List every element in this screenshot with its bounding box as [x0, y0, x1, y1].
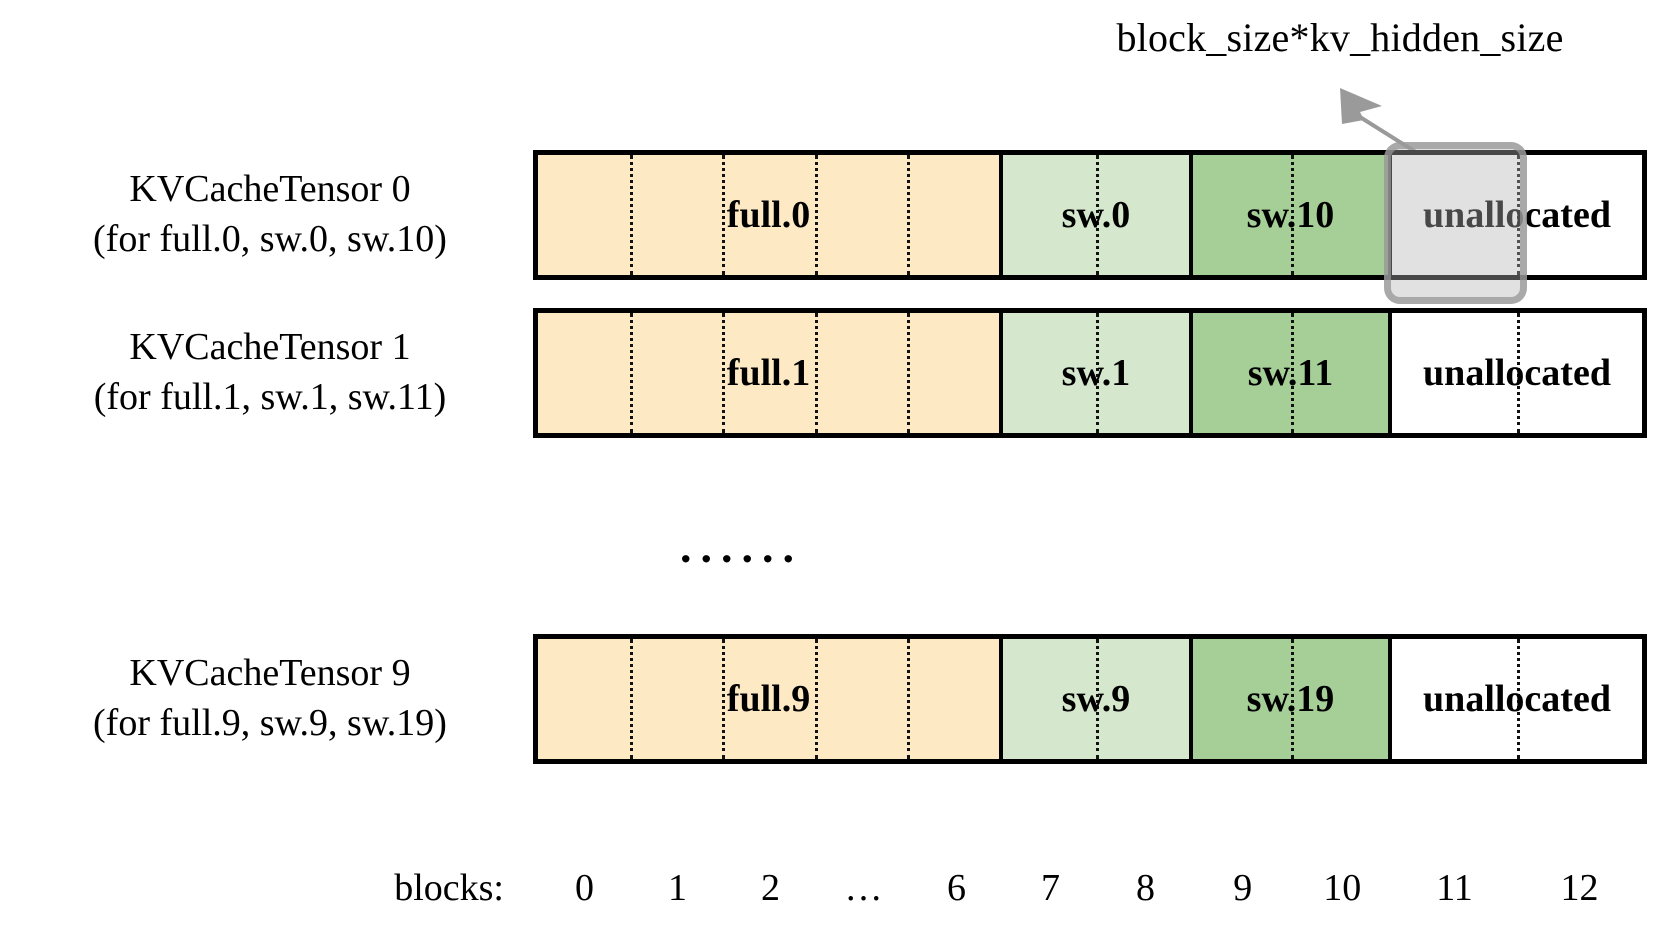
bar-segment-label: sw.9 [1061, 678, 1131, 720]
row-title-1: KVCacheTensor 1 [129, 326, 411, 368]
bar-segment-label: full.0 [726, 194, 811, 236]
block-divider [722, 313, 726, 433]
row-title-2: KVCacheTensor 9 [129, 652, 411, 694]
blocks-axis-tick: 0 [575, 867, 594, 909]
kvcache-tensor-bar-2: full.9 sw.9 sw.19 unallocated [533, 634, 1647, 764]
bar-segment-unallocated[interactable]: unallocated [1392, 639, 1642, 759]
block-divider [1096, 155, 1099, 275]
blocks-axis-tick: 11 [1436, 867, 1473, 909]
blocks-axis-tick: 1 [668, 867, 687, 909]
bar-segment-label: unallocated [1423, 352, 1611, 394]
annotation-label: block_size*kv_hidden_size [1116, 15, 1564, 60]
bar-segment-label: sw.10 [1246, 194, 1335, 236]
bar-segment-sw-9[interactable]: sw.9 [1003, 639, 1193, 759]
blocks-axis-tick: 7 [1041, 867, 1060, 909]
row-label-1: KVCacheTensor 1 (for full.1, sw.1, sw.11… [20, 322, 520, 422]
rows-ellipsis: ...... [680, 521, 803, 572]
row-subtitle-0: (for full.0, sw.0, sw.10) [93, 218, 447, 260]
bar-segment-label: sw.19 [1246, 678, 1335, 720]
block-divider [630, 313, 634, 433]
block-divider [722, 639, 726, 759]
bar-segment-label: unallocated [1423, 678, 1611, 720]
blocks-axis-tick: 12 [1560, 867, 1599, 909]
row-label-0: KVCacheTensor 0 (for full.0, sw.0, sw.10… [20, 164, 520, 264]
blocks-axis-tick: 6 [947, 867, 966, 909]
block-divider [814, 639, 818, 759]
block-divider [1290, 639, 1294, 759]
blocks-axis-tick: 10 [1323, 867, 1362, 909]
bar-segment-unallocated[interactable]: unallocated [1392, 313, 1642, 433]
block-divider [722, 155, 726, 275]
bar-segment-sw-0[interactable]: sw.0 [1003, 155, 1193, 275]
block-divider [1096, 313, 1099, 433]
bar-segment-sw-19[interactable]: sw.19 [1193, 639, 1392, 759]
bar-segment-label: sw.0 [1061, 194, 1131, 236]
block-divider [1517, 155, 1520, 275]
blocks-axis-tick: 2 [761, 867, 780, 909]
block-divider [1290, 155, 1294, 275]
bar-segment-label: sw.1 [1061, 352, 1131, 394]
bar-segment-sw-1[interactable]: sw.1 [1003, 313, 1193, 433]
blocks-axis-tick: 8 [1136, 867, 1155, 909]
kvcache-tensor-bar-1: full.1 sw.1 sw.11 unallocated [533, 308, 1647, 438]
blocks-axis-tick: 9 [1233, 867, 1253, 909]
block-divider [814, 313, 818, 433]
block-divider [1517, 639, 1520, 759]
kvcache-tensor-bar-0: full.0 sw.0 sw.10 unallocated [533, 150, 1647, 280]
block-divider [630, 155, 634, 275]
bar-segment-label: full.1 [726, 352, 811, 394]
blocks-axis-title: blocks: [394, 867, 504, 909]
row-label-2: KVCacheTensor 9 (for full.9, sw.9, sw.19… [20, 648, 520, 748]
bar-segment-full-0[interactable]: full.0 [538, 155, 1003, 275]
block-divider [1290, 313, 1294, 433]
row-subtitle-2: (for full.9, sw.9, sw.19) [93, 702, 447, 744]
block-divider [906, 155, 910, 275]
block-divider [906, 639, 910, 759]
row-subtitle-1: (for full.1, sw.1, sw.11) [93, 376, 447, 418]
bar-segment-label: sw.11 [1247, 352, 1334, 394]
bar-segment-sw-11[interactable]: sw.11 [1193, 313, 1392, 433]
block-divider [1517, 313, 1520, 433]
bar-segment-label: full.9 [726, 678, 811, 720]
row-title-0: KVCacheTensor 0 [129, 168, 411, 210]
blocks-axis-tick: … [844, 867, 883, 909]
bar-segment-sw-10[interactable]: sw.10 [1193, 155, 1392, 275]
bar-segment-label: unallocated [1423, 194, 1611, 236]
bar-segment-full-9[interactable]: full.9 [538, 639, 1003, 759]
block-divider [1096, 639, 1099, 759]
bar-segment-full-1[interactable]: full.1 [538, 313, 1003, 433]
block-divider [906, 313, 910, 433]
block-divider [814, 155, 818, 275]
bar-segment-unallocated[interactable]: unallocated [1392, 155, 1642, 275]
block-divider [630, 639, 634, 759]
